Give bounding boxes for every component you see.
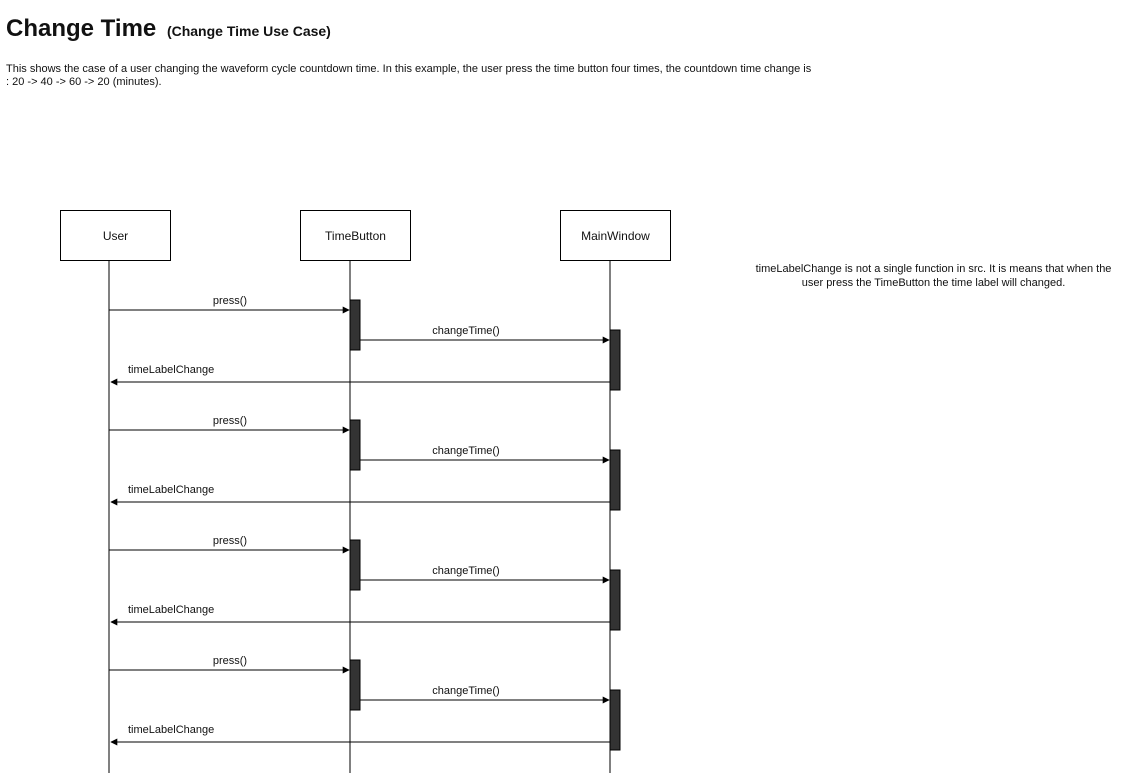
activation-mainwindow [609, 689, 621, 751]
participant-timebutton: TimeButton [300, 210, 411, 261]
messages: press() changeTime() timeLabelChange press(… [109, 295, 610, 746]
activation-mainwindow [609, 569, 621, 631]
title-main: Change Time [6, 15, 157, 42]
note-line-2: user press the TimeButton the time label… [801, 277, 1066, 289]
message-press-label: press() [213, 655, 247, 667]
participant-timebutton-label: TimeButton [325, 228, 386, 243]
note-line-1: timeLabelChange is not a single function… [755, 263, 1112, 275]
description-line-1: This shows the case of a user changing t… [6, 63, 812, 75]
message-changetime-label: changeTime() [432, 325, 499, 337]
message-changetime-label: changeTime() [432, 445, 499, 457]
message-changetime-label: changeTime() [432, 685, 499, 697]
page-title: Change Time (Change Time Use Case) [6, 14, 331, 46]
message-press-label: press() [213, 415, 247, 427]
message-timelabelchange-label: timeLabelChange [128, 724, 214, 736]
message-timelabelchange-label: timeLabelChange [128, 484, 214, 496]
title-subtitle: (Change Time Use Case) [166, 23, 331, 39]
participant-user: User [60, 210, 171, 261]
activation-timebutton [349, 539, 361, 591]
activation-mainwindow [609, 329, 621, 391]
participant-mainwindow-label: MainWindow [581, 228, 650, 243]
note: timeLabelChange is not a single function… [736, 262, 1131, 290]
participant-mainwindow: MainWindow [560, 210, 671, 261]
activation-mainwindow [609, 449, 621, 511]
message-timelabelchange-label: timeLabelChange [128, 604, 214, 616]
message-press-label: press() [213, 535, 247, 547]
participant-user-label: User [102, 228, 129, 243]
message-changetime-label: changeTime() [432, 565, 499, 577]
activation-bars [349, 299, 621, 751]
description: This shows the case of a user changing t… [6, 63, 891, 89]
activation-timebutton [349, 299, 361, 351]
activation-timebutton [349, 659, 361, 711]
message-timelabelchange-label: timeLabelChange [128, 364, 214, 376]
message-press-label: press() [213, 295, 247, 307]
description-line-2: : 20 -> 40 -> 60 -> 20 (minutes). [6, 76, 162, 88]
activation-timebutton [349, 419, 361, 471]
